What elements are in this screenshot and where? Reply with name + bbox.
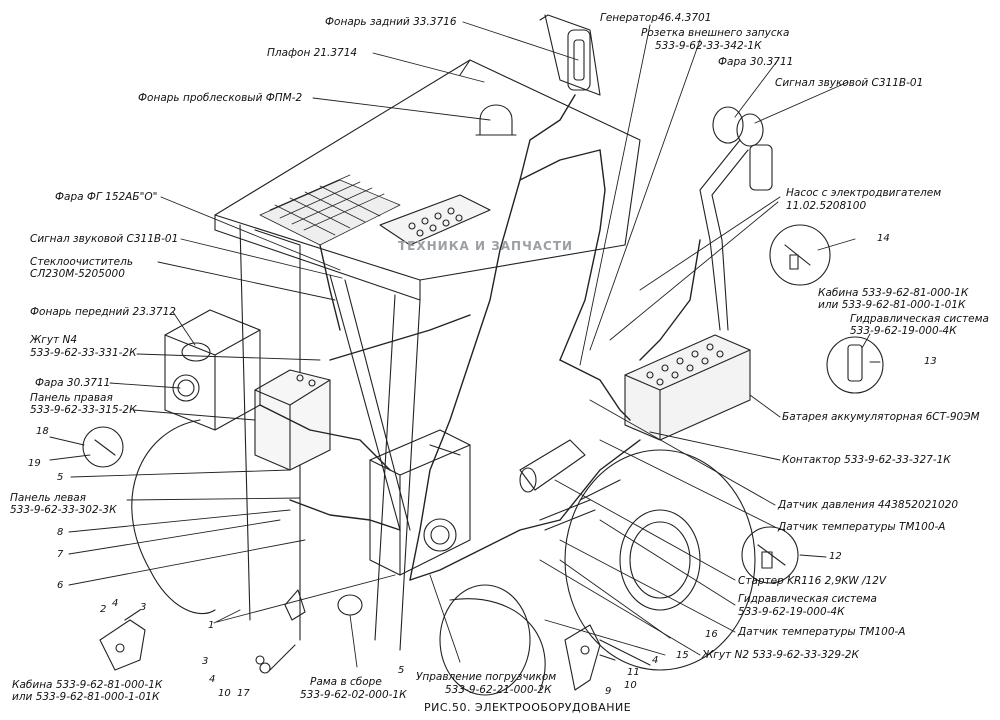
detail-right-bracket — [564, 624, 616, 691]
label-nasos-name: Насос с электродвигателем — [786, 187, 942, 199]
callout-16: 16 — [705, 629, 718, 640]
engine — [369, 429, 471, 576]
label-signal-left: Сигнал звуковой С311В-01 — [30, 233, 179, 245]
label-kabina-left-1: Кабина 533-9-62-81-000-1К — [12, 679, 163, 691]
label-upravl-name: Управление погрузчиком — [416, 671, 557, 683]
callout-13: 13 — [924, 356, 937, 367]
label-kabina-left-2: или 533-9-62-81-000-1-01К — [12, 691, 160, 703]
roof-grid — [259, 174, 401, 246]
callout-6: 6 — [57, 580, 64, 591]
label-panel-lev-name: Панель левая — [10, 492, 87, 504]
front-lamp-box — [164, 309, 261, 431]
label-fara-fg: Фара ФГ 152АБ"О" — [55, 191, 158, 203]
label-stekloochist-code: СЛ230М-5205000 — [30, 268, 125, 280]
callout-17: 17 — [237, 688, 250, 699]
callout-1: 1 — [208, 620, 215, 631]
label-fara-left: Фара 30.3711 — [35, 377, 111, 389]
label-rozetka-code: 533-9-62-33-342-1К — [655, 40, 762, 52]
callout-18: 18 — [36, 426, 49, 437]
label-panel-prav-name: Панель правая — [30, 392, 113, 404]
label-panel-lev-code: 533-9-62-33-302-3К — [10, 504, 117, 516]
label-plafon: Плафон 21.3714 — [267, 47, 358, 59]
label-datchik-davl: Датчик давления 443852021020 — [778, 499, 959, 511]
callout-9: 9 — [605, 686, 612, 697]
label-starter: Стартер KR116 2,9KW /12V — [738, 575, 887, 587]
callout-11: 11 — [627, 667, 640, 678]
detail-13 — [826, 336, 884, 394]
left-panel — [254, 369, 331, 471]
callout-2: 2 — [100, 604, 107, 615]
label-zhgut4-code: 533-9-62-33-331-2К — [30, 347, 137, 359]
callout-10a: 10 — [218, 688, 231, 699]
label-fonar-problesk: Фонарь проблесковый ФПМ-2 — [138, 92, 303, 104]
wiring-harness[interactable] — [259, 94, 701, 581]
label-fara-right: Фара 30.3711 — [718, 56, 794, 68]
label-fonar-peredniy: Фонарь передний 23.3712 — [30, 306, 176, 318]
label-gidro-top-name: Гидравлическая система — [850, 313, 989, 325]
callout-12: 12 — [829, 551, 842, 562]
callout-4a: 4 — [112, 598, 119, 609]
label-nasos-code: 11.02.5208100 — [786, 200, 867, 212]
callout-4b: 4 — [209, 674, 216, 685]
label-kabina-right-2: или 533-9-62-81-000-1-01К — [818, 299, 966, 311]
label-rozetka-name: Розетка внешнего запуска — [641, 27, 790, 39]
starter — [519, 439, 596, 531]
callout-5a: 5 — [57, 472, 64, 483]
callout-10b: 10 — [624, 680, 637, 691]
label-signal-right: Сигнал звуковой С311В-01 — [775, 77, 924, 89]
left-wheel — [131, 419, 546, 696]
leader-lines — [49, 21, 881, 668]
label-datchik-temp-2: Датчик температуры ТМ100-А — [738, 626, 906, 638]
label-datchik-temp-1: Датчик температуры ТМ100-А — [778, 521, 946, 533]
label-stekloochist-name: Стеклоочиститель — [30, 256, 134, 268]
callout-19: 19 — [28, 458, 41, 469]
label-panel-prav-code: 533-9-62-33-315-2К — [30, 404, 137, 416]
detail-14 — [769, 224, 831, 286]
label-gidro-bot-name: Гидравлическая система — [738, 593, 877, 605]
callout-7: 7 — [57, 549, 64, 560]
label-rama-code: 533-9-62-02-000-1К — [300, 689, 407, 701]
label-battery: Батарея аккумуляторная 6СТ-90ЭМ — [782, 411, 980, 423]
callout-3b: 3 — [202, 656, 209, 667]
detail-left-bracket — [99, 609, 146, 671]
detail-12 — [741, 526, 799, 584]
figure-caption: РИС.50. ЭЛЕКТРООБОРУДОВАНИЕ — [424, 701, 632, 714]
cab-frame — [214, 14, 641, 651]
callout-15: 15 — [676, 650, 689, 661]
beacon — [475, 104, 517, 136]
callout-3a: 3 — [140, 602, 147, 613]
label-upravl-code: 533-9-62-21-000-2К — [445, 684, 552, 696]
detail-18-19 — [82, 426, 124, 468]
label-gidro-top-code: 533-9-62-19-000-4К — [850, 325, 957, 337]
callout-4c: 4 — [652, 655, 659, 666]
detail-bolts — [255, 644, 296, 674]
rear-lamps — [567, 29, 591, 91]
label-rama-name: Рама в сборе — [310, 676, 382, 688]
label-kabina-right-1: Кабина 533-9-62-81-000-1К — [818, 287, 969, 299]
watermark: ТЕХНИКА И ЗАПЧАСТИ — [398, 239, 574, 253]
label-kontaktor: Контактор 533-9-62-33-327-1К — [782, 454, 951, 466]
label-generator: Генератор46.4.3701 — [600, 12, 712, 24]
right-wheel — [564, 449, 756, 671]
callout-5b: 5 — [398, 665, 405, 676]
top-control-panel — [379, 194, 491, 246]
battery — [624, 334, 751, 441]
label-fonar-zadniy: Фонарь задний 33.3716 — [325, 16, 457, 28]
callout-14: 14 — [877, 233, 890, 244]
callout-8: 8 — [57, 527, 64, 538]
label-gidro-bot-code: 533-9-62-19-000-4К — [738, 606, 845, 618]
label-zhgut4-name: Жгут N4 — [30, 334, 78, 346]
label-zhgut2: Жгут N2 533-9-62-33-329-2К — [702, 649, 859, 661]
right-headlamps — [699, 106, 773, 331]
